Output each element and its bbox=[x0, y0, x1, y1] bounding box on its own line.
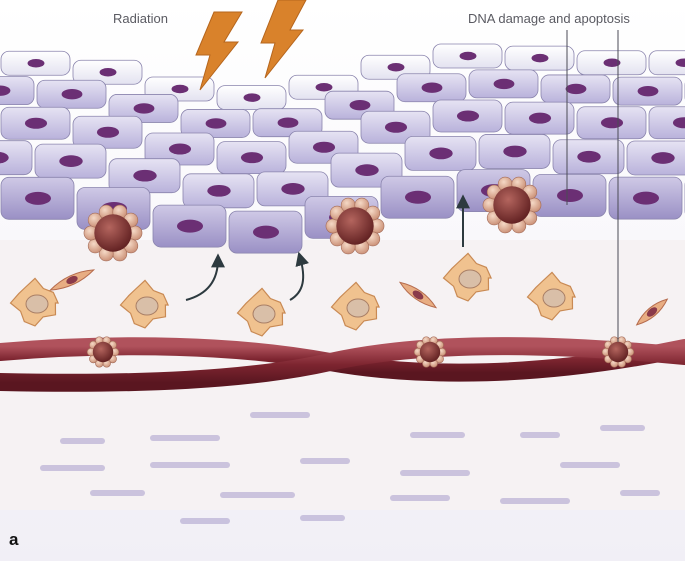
blood-vessel-lower bbox=[0, 337, 685, 392]
epithelial-cell bbox=[0, 176, 75, 220]
fibroblast bbox=[635, 298, 669, 326]
epithelial-cell bbox=[504, 101, 575, 135]
epithelial-cell bbox=[648, 50, 685, 76]
apoptotic-cell bbox=[325, 197, 385, 255]
epithelial-cell bbox=[576, 50, 647, 76]
epithelial-cell bbox=[504, 45, 575, 71]
epithelial-cell bbox=[34, 143, 107, 179]
epithelial-cell bbox=[432, 43, 503, 69]
epithelial-cell bbox=[468, 69, 539, 99]
epithelial-cell bbox=[626, 140, 685, 176]
epithelial-cell bbox=[360, 110, 431, 144]
epithelial-cell bbox=[216, 141, 287, 175]
radiation-label: Radiation bbox=[113, 11, 168, 26]
epithelial-cell bbox=[432, 99, 503, 133]
epithelial-cell bbox=[0, 50, 71, 76]
epithelial-cell bbox=[0, 106, 71, 140]
apoptotic-cell bbox=[601, 336, 635, 368]
epithelial-cell bbox=[612, 76, 683, 106]
epithelial-cell bbox=[540, 74, 611, 104]
macrophage bbox=[236, 287, 287, 337]
macrophage bbox=[330, 281, 381, 331]
epithelial-cell bbox=[152, 204, 227, 248]
epithelial-cell bbox=[252, 108, 323, 138]
epithelial-cell bbox=[380, 175, 455, 219]
dna-damage-label: DNA damage and apoptosis bbox=[468, 11, 630, 26]
epithelial-cell bbox=[180, 109, 251, 138]
epithelial-cell bbox=[360, 54, 431, 80]
epithelial-cell bbox=[216, 85, 287, 111]
dna-damage-pointer-lines bbox=[566, 30, 619, 342]
apoptotic-cells bbox=[83, 176, 635, 368]
macrophage bbox=[526, 271, 577, 321]
epithelial-cell bbox=[108, 94, 179, 123]
migration-arrows bbox=[185, 194, 470, 301]
arrow-icon bbox=[185, 253, 225, 301]
epithelial-cell bbox=[552, 139, 625, 175]
epithelial-cell bbox=[36, 79, 107, 109]
epithelial-cell bbox=[396, 73, 467, 103]
fibroblast bbox=[398, 281, 438, 309]
fibroblast bbox=[48, 269, 96, 291]
apoptotic-cell bbox=[83, 204, 143, 262]
apoptotic-cell bbox=[413, 336, 447, 368]
radiation-bolts bbox=[195, 0, 307, 91]
macrophage bbox=[442, 252, 493, 302]
epithelial-cell bbox=[0, 140, 33, 176]
lightning-bolt-icon bbox=[260, 0, 307, 79]
epithelial-cell bbox=[72, 115, 143, 149]
apoptotic-cell bbox=[482, 176, 542, 234]
arrow-icon bbox=[289, 251, 310, 301]
macrophages bbox=[9, 252, 577, 337]
epithelial-cell bbox=[108, 158, 181, 194]
collagen-fibres bbox=[40, 412, 660, 524]
epithelium bbox=[0, 43, 685, 254]
epithelial-cell bbox=[648, 106, 685, 140]
epithelial-cell bbox=[0, 76, 35, 106]
epithelial-cell bbox=[182, 173, 255, 209]
epithelial-cell bbox=[608, 176, 683, 220]
panel-letter: a bbox=[9, 530, 19, 549]
apoptotic-cell bbox=[86, 336, 120, 368]
epithelial-cell bbox=[532, 174, 607, 217]
epithelial-cell bbox=[404, 136, 477, 171]
epithelial-cell bbox=[144, 132, 215, 166]
fibroblasts bbox=[48, 269, 669, 326]
epithelial-cell bbox=[228, 210, 303, 254]
macrophage bbox=[9, 277, 60, 327]
lightning-bolt-icon bbox=[195, 11, 243, 91]
epithelial-cell bbox=[72, 59, 143, 85]
macrophage bbox=[119, 279, 170, 329]
epithelial-cell bbox=[576, 106, 647, 140]
epithelial-cell bbox=[478, 134, 551, 169]
